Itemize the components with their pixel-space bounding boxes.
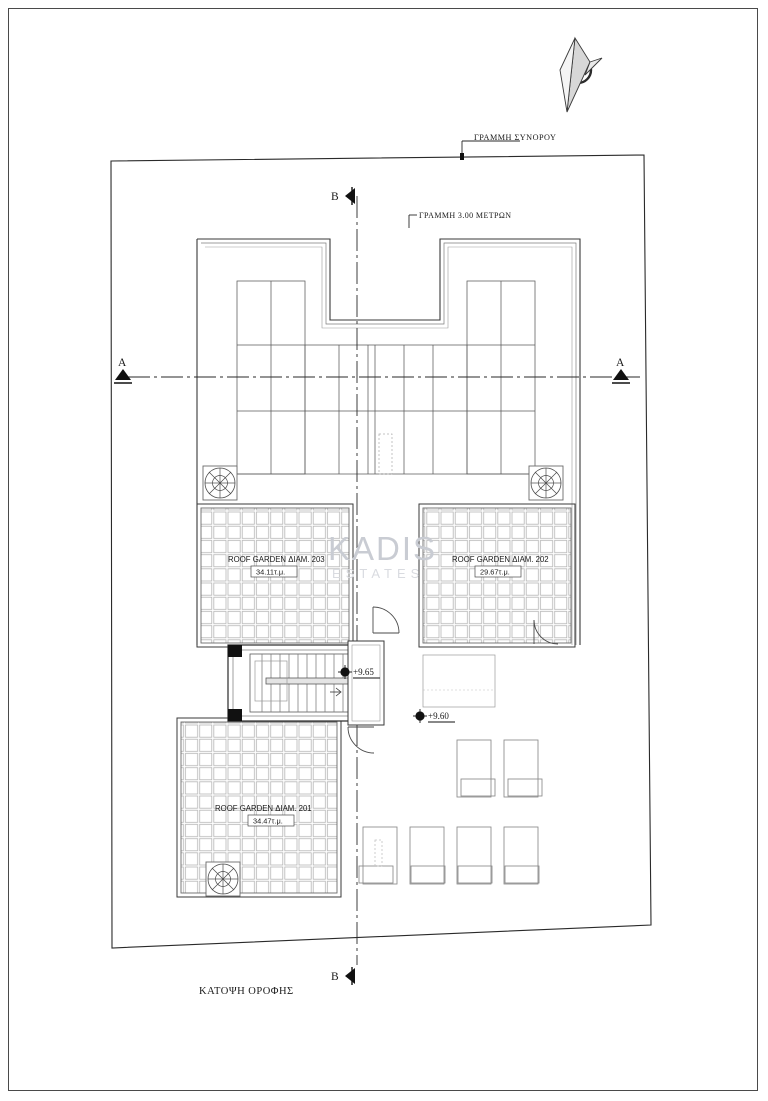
boundary-line-callout (460, 140, 520, 160)
terrace-furniture-group (358, 739, 543, 885)
roof-garden-203-label: ROOF GARDEN ΔΙΑΜ. 203 (228, 555, 325, 564)
door-swing-lower (347, 726, 375, 754)
section-label-a-right: A (616, 357, 625, 369)
section-marker-b-top: B (331, 187, 355, 205)
elevation-value-9-65: +9.65 (353, 667, 374, 677)
door-swing-right (533, 619, 559, 645)
setback-line-label: ΓΡΑΜΜΗ 3.00 ΜΕΤΡΩΝ (419, 211, 511, 220)
watermark-brand: KADIS (328, 530, 437, 567)
north-arrow-icon (559, 36, 603, 113)
plot-boundary (110, 154, 652, 949)
terrace-slab-outline (422, 654, 496, 708)
door-swing-upper (372, 606, 400, 634)
watermark-tagline: ESTATES (332, 566, 424, 581)
roof-garden-201-label-group: ROOF GARDEN ΔΙΑΜ. 201 34.47τ.μ. (215, 804, 312, 827)
roof-garden-201-area: 34.47τ.μ. (253, 817, 283, 826)
section-label-b-top: B (331, 191, 339, 203)
furniture-unit (503, 739, 543, 798)
roof-garden-203-label-group: ROOF GARDEN ΔΙΑΜ. 203 34.11τ.μ. (228, 555, 325, 578)
roof-garden-202-area: 29.67τ.μ. (480, 568, 510, 577)
section-marker-a-right: A (612, 357, 630, 384)
section-label-a-left: A (118, 357, 127, 369)
spiral-feature-top-right (528, 465, 564, 501)
elevation-value-9-60: +9.60 (428, 711, 449, 721)
roof-garden-202-label-group: ROOF GARDEN ΔΙΑΜ. 202 29.67τ.μ. (452, 555, 549, 578)
section-marker-a-left: A (114, 357, 132, 384)
section-marker-b-bottom: B (331, 967, 355, 985)
furniture-unit (456, 739, 496, 798)
stair-lobby (347, 640, 385, 726)
furniture-unit (358, 826, 398, 885)
spiral-feature-bottom-left (205, 861, 241, 897)
drawing-title: ΚΑΤΟΨΗ ΟΡΟΦΗΣ (199, 986, 294, 997)
furniture-unit (409, 826, 446, 885)
spiral-feature-top-left (202, 465, 238, 501)
roof-garden-201-label: ROOF GARDEN ΔΙΑΜ. 201 (215, 804, 312, 813)
furniture-unit (503, 826, 540, 885)
elevation-marker-9-60: +9.60 (413, 709, 455, 723)
section-label-b-bottom: B (331, 971, 339, 983)
furniture-unit (456, 826, 493, 885)
boundary-line-label: ΓΡΑΜΜΗ ΣΥΝΟΡΟΥ (474, 133, 556, 142)
elevation-marker-9-65: +9.65 (338, 665, 380, 679)
roof-panel-grid (236, 280, 536, 475)
roof-garden-203-area: 34.11τ.μ. (256, 568, 285, 577)
roof-garden-202-label: ROOF GARDEN ΔΙΑΜ. 202 (452, 555, 549, 564)
setback-line-callout (408, 214, 417, 228)
